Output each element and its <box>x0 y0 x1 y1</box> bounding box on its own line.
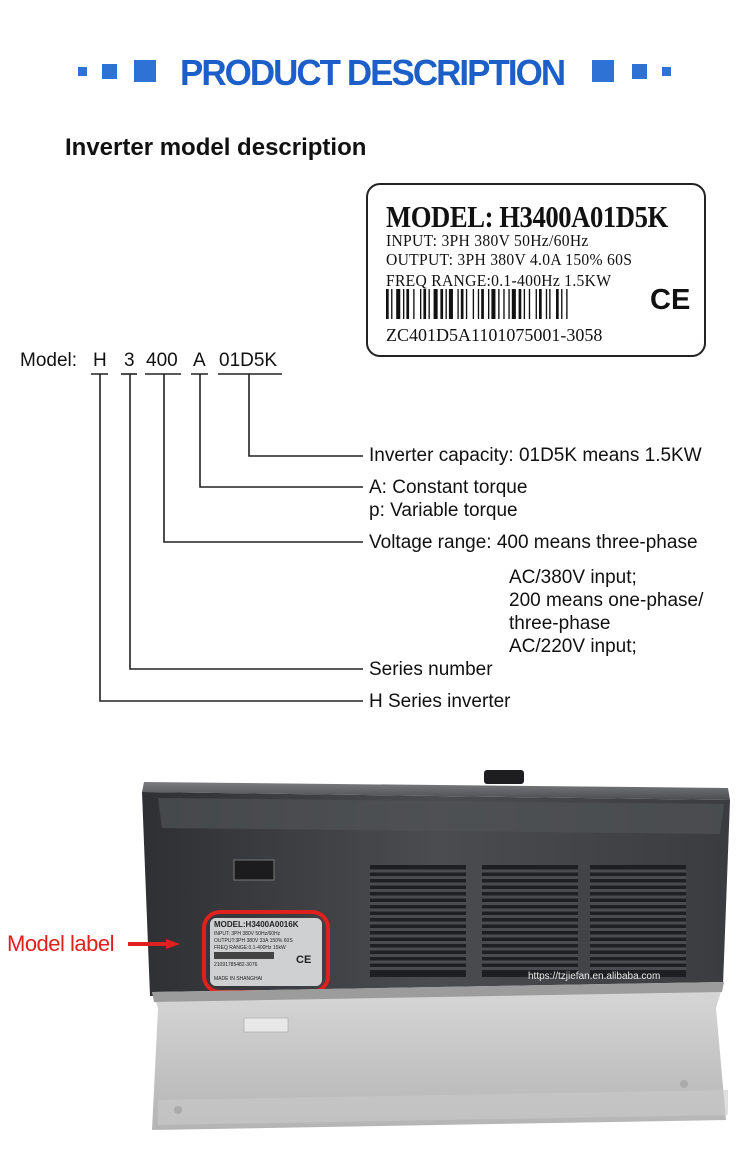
decor-square-large-right <box>592 60 614 82</box>
explain-capacity: Inverter capacity: 01D5K means 1.5KW <box>369 445 702 466</box>
explain-voltage-line5: AC/220V input; <box>509 636 637 657</box>
svg-text:INPUT: 3PH 380V 50Hz/60Hz: INPUT: 3PH 380V 50Hz/60Hz <box>214 931 281 937</box>
model-code-label: Model: <box>20 350 78 371</box>
inverter-photo: MODEL:H3400A0016K INPUT: 3PH 380V 50Hz/6… <box>142 770 730 1130</box>
decor-square-small-left <box>78 67 87 76</box>
decor-square-large-left <box>134 60 156 82</box>
ce-mark: CE <box>650 284 691 316</box>
label-serial: ZC401D5A1101075001-3058 <box>386 325 603 345</box>
decor-square-medium-right <box>632 64 647 79</box>
svg-text:CE: CE <box>296 954 311 966</box>
explain-voltage-line2: AC/380V input; <box>509 567 637 588</box>
explain-voltage-line3: 200 means one-phase/ <box>509 590 704 611</box>
label-output: OUTPUT: 3PH 380V 4.0A 150% 60S <box>386 250 633 269</box>
explain-voltage: Voltage range: 400 means three-phase <box>369 532 698 553</box>
model-code-part-h: H <box>93 350 107 371</box>
explain-series: Series number <box>369 659 493 680</box>
section-header: PRODUCT DESCRIPTION <box>0 50 750 96</box>
connector-lines <box>91 373 363 702</box>
barcode-icon <box>386 289 568 319</box>
decor-square-small-right <box>662 67 671 76</box>
label-freq: FREQ RANGE:0.1-400Hz 1.5KW <box>386 271 612 290</box>
svg-text:MODEL:H3400A0016K: MODEL:H3400A0016K <box>214 920 299 929</box>
label-model: MODEL: H3400A01D5K <box>386 199 668 234</box>
svg-text:MADE IN SHANGHAI: MADE IN SHANGHAI <box>214 976 262 982</box>
model-label-card: MODEL: H3400A01D5K INPUT: 3PH 380V 50Hz/… <box>366 183 706 357</box>
explain-torque-a: A: Constant torque <box>369 477 528 498</box>
model-label-callout: Model label <box>7 931 115 956</box>
svg-text:OUTPUT:3PH 380V 33A 150% 60S: OUTPUT:3PH 380V 33A 150% 60S <box>214 938 293 944</box>
svg-text:FREQ RANGE:0.1-400Hz 15kW: FREQ RANGE:0.1-400Hz 15kW <box>214 945 286 951</box>
explain-torque-p: p: Variable torque <box>369 500 518 521</box>
model-code-part-400: 400 <box>146 350 178 371</box>
explain-voltage-line4: three-phase <box>509 613 611 634</box>
section-subtitle: Inverter model description <box>65 134 367 161</box>
model-code-part-a: A <box>193 350 206 371</box>
callout-arrow-icon <box>128 939 180 949</box>
label-input: INPUT: 3PH 380V 50Hz/60Hz <box>386 231 589 250</box>
watermark: https://tzjiefan.en.alibaba.com <box>528 971 661 982</box>
model-code-part-01d5k: 01D5K <box>219 350 278 371</box>
decor-square-medium-left <box>102 64 117 79</box>
model-code-part-3: 3 <box>124 350 135 371</box>
page-title: PRODUCT DESCRIPTION <box>180 52 566 93</box>
svg-text:21091785482-3076: 21091785482-3076 <box>214 962 258 968</box>
explain-h-series: H Series inverter <box>369 691 511 712</box>
